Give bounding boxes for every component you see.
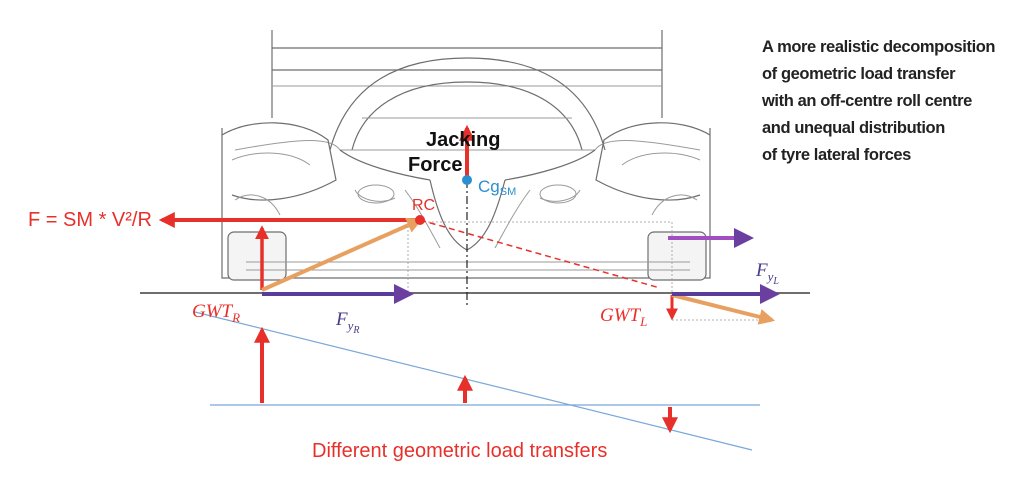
fy-left-label: FyL (755, 260, 779, 287)
load-transfer-line (419, 219, 661, 289)
gwt-right-label: GWTR (192, 301, 240, 325)
jacking-force-label-1: Jacking (426, 129, 500, 151)
caption-line-1: A more realistic decomposition (762, 38, 996, 56)
roll-centre-point (415, 215, 425, 225)
bottom-caption: Different geometric load transfers (312, 440, 607, 462)
resultant-left-arrow (671, 293, 776, 325)
gwt-left-label: GWTL (600, 305, 647, 329)
diagram-caption: A more realistic decomposition of geomet… (762, 34, 1022, 169)
cg-label: CgSM (478, 177, 516, 198)
caption-line-4: and unequal distribution (762, 119, 945, 137)
roll-centre-label: RC (412, 197, 435, 214)
load-transfer-slope (194, 311, 753, 451)
fy-right-label: FyR (335, 309, 360, 336)
jacking-force-label-2: Force (408, 154, 462, 176)
caption-line-3: with an off-centre roll centre (762, 92, 972, 110)
caption-line-2: of geometric load transfer (762, 65, 956, 83)
centrifugal-force-label: F = SM * V²/R (28, 209, 152, 231)
cg-point (462, 175, 472, 185)
caption-line-5: of tyre lateral forces (762, 146, 911, 164)
resultant-right-arrow (261, 217, 423, 292)
